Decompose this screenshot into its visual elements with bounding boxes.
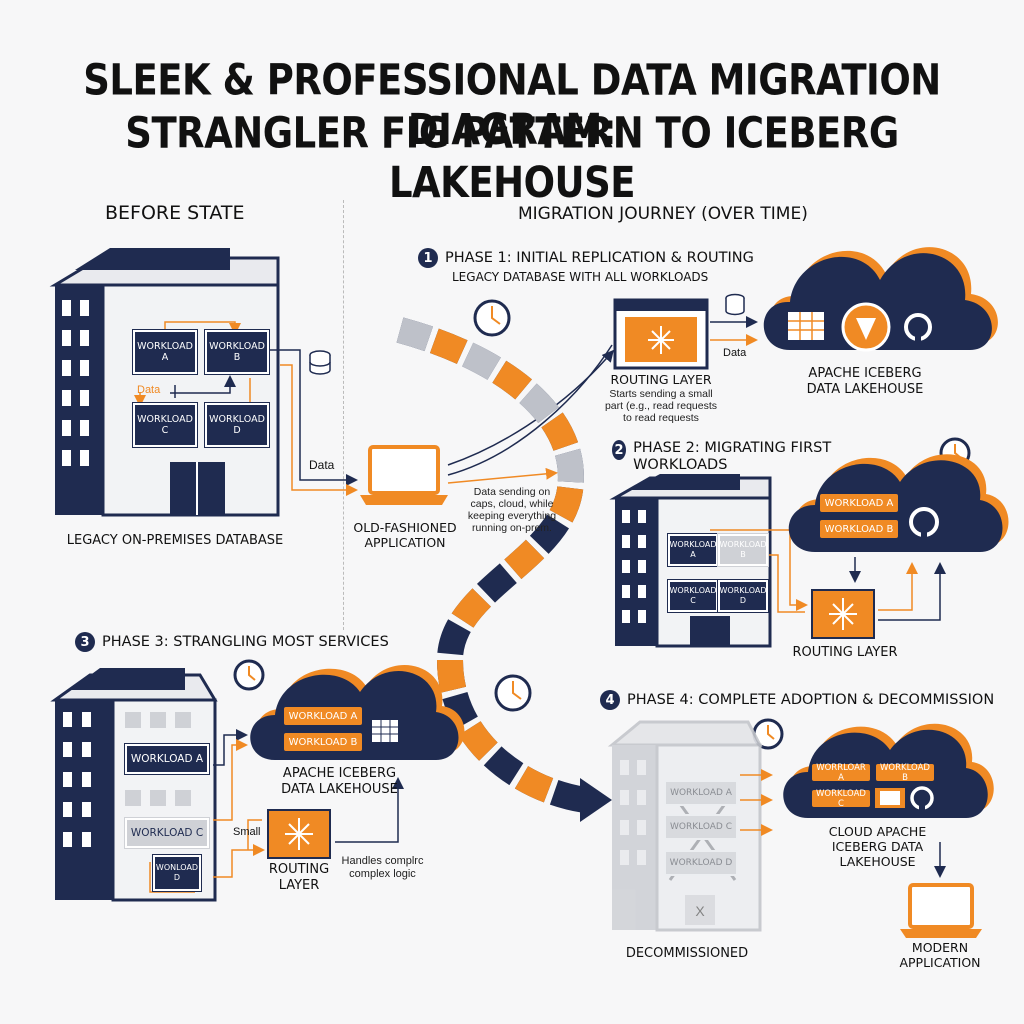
phase1-routing-label: ROUTING LAYER	[610, 372, 712, 387]
phase1-number: 1	[418, 248, 438, 268]
phase3-routing-label: ROUTING LAYER	[268, 862, 330, 893]
phase3-lake-label: APACHE ICEBERG DATA LAKEHOUSE	[281, 766, 398, 797]
phase4-number: 4	[600, 690, 620, 710]
phase1-routing-note: Starts sending a small part (e.g., read …	[604, 388, 718, 425]
phase3-small-label: Small	[233, 826, 261, 838]
before-workload-b: WORKLOAD B	[205, 330, 269, 374]
clock-icon-5	[752, 718, 784, 750]
phase3-cloud-workload-b: WORKLOAD B	[284, 733, 362, 751]
phase4-lake-label: CLOUD APACHE ICEBERG DATA LAKEHOUSE	[828, 824, 927, 869]
phase3-title: 3 PHASE 3: STRANGLING MOST SERVICES	[75, 632, 389, 652]
phase2-building-workload-c: WORKLOAD C	[668, 580, 718, 612]
phase2-cloud-workload-b: WORKLOAD B	[820, 520, 898, 538]
phase1-lake-label: APACHE ICEBERG DATA LAKEHOUSE	[806, 366, 924, 397]
phase4-cloud-workload-b: WORKLOAD B	[876, 763, 934, 783]
before-inner-data-label: Data	[137, 384, 161, 396]
phase3-cloud-workload-a: WORKLOAD A	[284, 707, 362, 725]
phase2-routing-label: ROUTING LAYER	[792, 645, 898, 660]
routing-layer-window-phase1	[613, 298, 709, 370]
phase3-building-workload-d: WONLOAD D	[153, 855, 201, 891]
phase3-building-workload-a: WORKLOAD A	[125, 744, 209, 774]
before-data-arrow-label: Data	[309, 458, 335, 472]
phase4-decom-workload-c: WORKLOAD C	[664, 814, 738, 840]
modern-app-label: MODERN APPLICATION	[899, 940, 981, 970]
clock-icon-3	[233, 659, 265, 691]
database-icon	[309, 350, 331, 375]
svg-text:X: X	[695, 903, 705, 919]
routing-layer-phase2	[811, 589, 875, 639]
diagram-title-line1: SLEEK & PROFESSIONAL DATA MIGRATION DIAG…	[83, 55, 941, 155]
clock-icon-4	[494, 674, 532, 712]
phase2-building-workload-b-migrated: WORKLOAD B	[718, 534, 768, 566]
phase3-building-workload-c: WORKLOAD C	[125, 818, 209, 848]
laptop-icon-legacy	[360, 445, 448, 505]
routing-layer-phase3	[267, 809, 331, 859]
phase4-cloud-workload-c: WORKLOAD C	[812, 789, 870, 809]
old-app-label: OLD-FASHIONED APPLICATION	[353, 520, 457, 550]
phase4-title: 4 PHASE 4: COMPLETE ADOPTION & DECOMMISS…	[600, 690, 994, 710]
clock-icon-1	[473, 299, 511, 337]
phase1-data-label: Data	[723, 347, 747, 359]
legacy-building-before	[49, 248, 280, 517]
phase2-building-workload-d: WORKLOAD D	[718, 580, 768, 612]
decommissioned-label: DECOMMISSIONED	[625, 946, 749, 961]
before-workload-d: WORKLOAD D	[205, 403, 269, 447]
before-workload-a: WORKLOAD A	[133, 330, 197, 374]
phase4-decom-workload-a: WORKLOAD A	[664, 780, 738, 806]
legacy-db-label: LEGACY ON-PREMISES DATABASE	[66, 533, 284, 548]
database-icon-phase1	[725, 293, 745, 316]
before-state-heading: BEFORE STATE	[105, 202, 245, 224]
phase1-subtitle: LEGACY DATABASE WITH ALL WORKLOADS	[452, 270, 709, 284]
journey-heading: MIGRATION JOURNEY (OVER TIME)	[518, 204, 808, 224]
phase2-number: 2	[612, 440, 627, 460]
iceberg-cloud-phase1	[763, 247, 998, 352]
phase2-title: 2 PHASE 2: MIGRATING FIRST WORKLOADS	[612, 440, 842, 475]
laptop-icon-modern	[900, 883, 982, 938]
diagram-title-line2: STRANGLER FIG PATTERN TO ICEBERG LAKEHOU…	[125, 108, 899, 208]
before-workload-c: WORKLOAD C	[133, 403, 197, 447]
phase4-decom-workload-d: WORKLOAD D	[664, 850, 738, 876]
section-divider	[343, 200, 344, 630]
old-app-note: Data sending on caps, cloud, while keepi…	[467, 486, 557, 535]
phase1-title: 1 PHASE 1: INITIAL REPLICATION & ROUTING	[418, 248, 754, 268]
legacy-building-phase2	[609, 474, 808, 648]
phase3-number: 3	[75, 632, 95, 652]
journey-timeline-arrow	[396, 317, 612, 822]
phase4-cloud-workload-a: WORRLOAR A	[812, 763, 870, 783]
phase2-cloud-workload-a: WORKLOAD A	[820, 494, 898, 512]
phase3-routing-note: Handles complrc complex logic	[341, 855, 424, 880]
phase2-building-workload-a: WORKLOAD A	[668, 534, 718, 566]
